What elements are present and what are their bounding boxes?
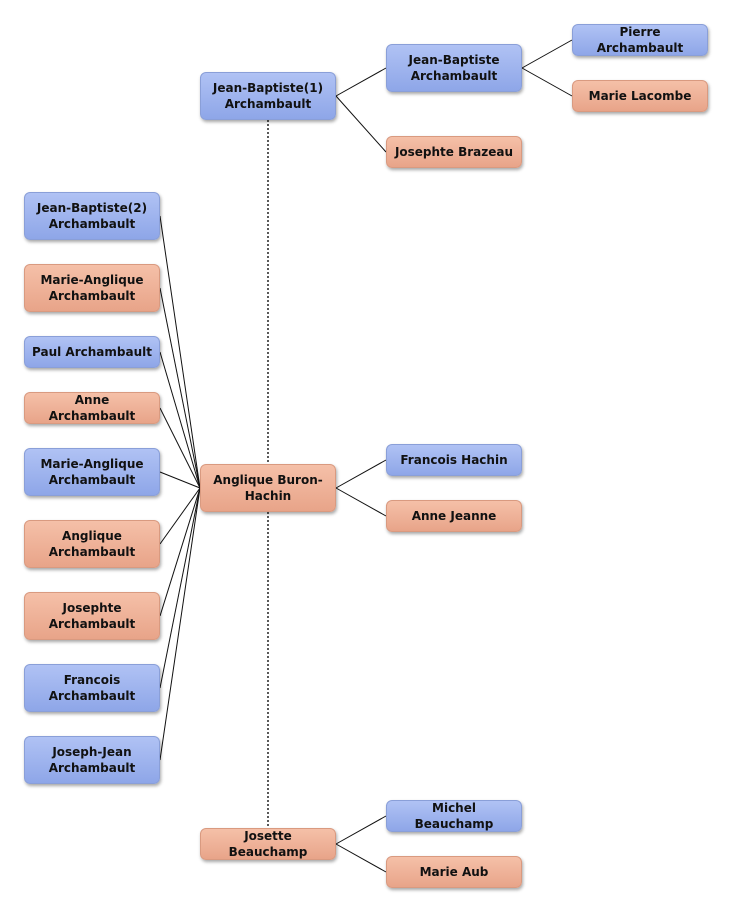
person-name: Marie Aub: [419, 865, 489, 879]
child-anne-archambault[interactable]: Anne Archambault: [24, 392, 160, 424]
person-name: Marie-Anglique Archambault: [40, 457, 144, 487]
child-connector: [159, 487, 201, 617]
child-connector: [159, 287, 201, 489]
parent-connector: [521, 67, 573, 97]
person-name: Michel Beauchamp: [414, 801, 494, 831]
person-name: Jean-Baptiste Archambault: [408, 53, 500, 83]
parent-connector: [335, 843, 387, 873]
person-michel-beauchamp[interactable]: Michel Beauchamp: [386, 800, 522, 832]
person-name: Pierre Archambault: [596, 25, 684, 55]
child-connector: [159, 487, 201, 761]
child-connector: [159, 215, 201, 489]
person-name: Josephte Archambault: [48, 601, 136, 631]
child-connector: [159, 487, 201, 545]
person-name: Anglique Archambault: [48, 529, 136, 559]
parent-connector: [335, 487, 387, 517]
person-name: Jean-Baptiste(2) Archambault: [36, 201, 148, 231]
child-jean-baptiste-2[interactable]: Jean-Baptiste(2) Archambault: [24, 192, 160, 240]
person-name: Joseph-Jean Archambault: [48, 745, 136, 775]
person-name: Anglique Buron-Hachin: [213, 473, 323, 503]
parent-connector: [335, 67, 387, 97]
person-josette-beauchamp[interactable]: Josette Beauchamp: [200, 828, 336, 860]
person-name: Marie-Anglique Archambault: [40, 273, 144, 303]
person-jean-baptiste[interactable]: Jean-Baptiste Archambault: [386, 44, 522, 92]
person-name: Josette Beauchamp: [228, 829, 308, 859]
parent-connector: [335, 815, 387, 845]
person-name: Francois Archambault: [48, 673, 136, 703]
person-name: Francois Hachin: [400, 453, 508, 467]
person-name: Jean-Baptiste(1) Archambault: [212, 81, 324, 111]
person-marie-lacombe[interactable]: Marie Lacombe: [572, 80, 708, 112]
person-name: Marie Lacombe: [588, 89, 692, 103]
person-francois-hachin[interactable]: Francois Hachin: [386, 444, 522, 476]
person-marie-aub[interactable]: Marie Aub: [386, 856, 522, 888]
child-marie-anglique-2[interactable]: Marie-Anglique Archambault: [24, 448, 160, 496]
person-jean-baptiste-1[interactable]: Jean-Baptiste(1) Archambault: [200, 72, 336, 120]
child-connector: [159, 407, 201, 489]
child-joseph-jean-archambault[interactable]: Joseph-Jean Archambault: [24, 736, 160, 784]
person-name: Anne Archambault: [48, 393, 136, 423]
child-anglique-archambault[interactable]: Anglique Archambault: [24, 520, 160, 568]
person-name: Josephte Brazeau: [394, 145, 514, 159]
child-josephte-archambault[interactable]: Josephte Archambault: [24, 592, 160, 640]
parent-connector: [335, 459, 387, 489]
person-pierre-archambault[interactable]: Pierre Archambault: [572, 24, 708, 56]
person-anne-jeanne[interactable]: Anne Jeanne: [386, 500, 522, 532]
parent-connector: [335, 95, 387, 153]
person-anglique-buron-hachin[interactable]: Anglique Buron-Hachin: [200, 464, 336, 512]
child-connector: [159, 471, 201, 489]
person-josephte-brazeau[interactable]: Josephte Brazeau: [386, 136, 522, 168]
child-marie-anglique-1[interactable]: Marie-Anglique Archambault: [24, 264, 160, 312]
parent-connector: [521, 39, 573, 69]
person-name: Paul Archambault: [32, 345, 152, 359]
person-name: Anne Jeanne: [411, 509, 497, 523]
child-paul-archambault[interactable]: Paul Archambault: [24, 336, 160, 368]
child-connector: [159, 351, 201, 489]
child-connector: [159, 487, 201, 689]
child-francois-archambault[interactable]: Francois Archambault: [24, 664, 160, 712]
